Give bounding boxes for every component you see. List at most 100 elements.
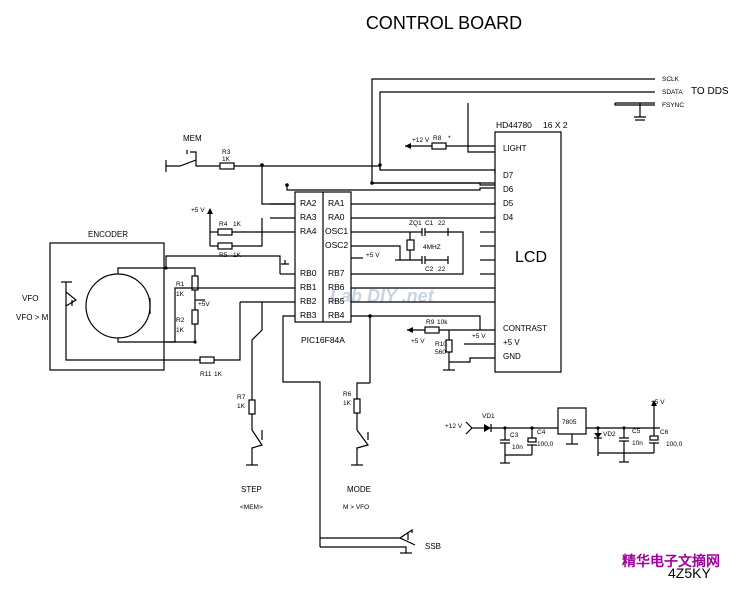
r8-val: * [448,135,451,142]
c5-val: 10n [632,440,643,447]
ssb-label: SSB [425,542,441,551]
mcu-pin-rb6: RB6 [328,282,345,292]
mem-label: MEM [183,134,202,143]
mcu-pin-ra3: RA3 [300,212,317,222]
mcu-pin-rb3: RB3 [300,310,317,320]
dds-fsync-label: FSYNC [662,102,684,109]
watermark-cn: 精华电子文摘网 [622,553,720,569]
r2-val: 1K [176,327,185,334]
r9-val: 10k [437,319,448,326]
r7-val: 1K [237,403,246,410]
mcu-name: PIC16F84A [301,335,345,345]
vd1-label: VD1 [482,413,495,420]
rb-wiring [230,273,495,547]
r4-ref: R4 [219,221,228,228]
power-supply: +12 V VD1 C3 10n C4 100,0 7805 VD2 [445,399,683,464]
c1-val: 22 [438,220,446,227]
mcu-pin-rb2: RB2 [300,296,317,306]
vd2-label: VD2 [603,431,616,438]
lcd-pin-d7: D7 [503,171,514,180]
regulator-label: 7805 [562,419,577,426]
lcd-model: HD44780 [496,120,532,130]
r11-val: 1K [214,371,223,378]
r1-ref: R1 [176,281,185,288]
mcu-pin-ra1: RA1 [328,198,345,208]
mcu-pin-rb1: RB1 [300,282,317,292]
psu-input-label: +12 V [445,423,463,430]
mcu-pin-rb4: RB4 [328,310,345,320]
mcu-pin-ra2: RA2 [300,198,317,208]
r1-supply-label: +5V [198,301,210,308]
encoder: ENCODER VFO VFO > M [16,230,195,371]
lcd-pin-d6: D6 [503,185,514,194]
r3-ref: R3 [222,149,231,156]
oscillator: C1 22 ZQ1 C2 22 4MHZ +5 V [351,220,464,275]
c6-ref: C6 [660,429,669,436]
lcd-module: HD44780 16 X 2 LCD LIGHT D7 D6 D5 D4 CON… [480,120,568,373]
c4-val: 100,0 [537,441,554,448]
r10-val: 560 [435,349,446,356]
c5-ref: C5 [632,428,641,435]
r7-ref: R7 [237,394,246,401]
mcu-pin-ra0: RA0 [328,212,345,222]
c2-val: 22 [438,266,446,273]
dds-label: TO DDS [691,86,729,97]
lcd-supply-label: +5 V [472,333,486,340]
schematic-title: CONTROL BOARD [366,13,522,33]
encoder-resistors: R1 1K R2 1K +5V R11 1K [164,255,281,378]
r1-val: 1K [176,291,185,298]
contrast-supply-label: +5 V [411,338,425,345]
zq1-val: 4MHZ [423,244,441,251]
mode-switch: R6 1K MODE M > VFO [343,382,371,511]
osc-supply-label: +5 V [366,252,380,259]
backlight-circuit: +12 V R8 * [405,135,495,150]
vfo-m-label: VFO > M [16,313,49,322]
r4-supply-label: +5 V [191,207,205,214]
r6-ref: R6 [343,391,352,398]
contrast-circuit: R9 10k +5 V +5 V R10 560 [407,319,495,371]
c3-val: 10n [512,444,523,451]
c6-val: 100,0 [666,441,683,448]
r11-ref: R11 [200,371,212,378]
c1-ref: C1 [425,220,434,227]
dds-sdata-label: SDATA [662,89,683,96]
mcu-pin-rb5: RB5 [328,296,345,306]
mcu-pin-ra4: RA4 [300,226,317,236]
r4-val: 1K [233,221,242,228]
lcd-data-wiring [260,163,496,219]
r3-val: 1K [222,156,231,163]
watermark-code: 4Z5KY [668,565,711,581]
ssb-switch: SSB [320,528,441,554]
mcu-chip: PIC16F84A RA2 RA3 RA4 RB0 RB1 RB2 RB3 RA… [285,183,352,345]
light-supply-label: +12 V [412,137,430,144]
r10-ref: R10 [435,341,447,348]
lcd-pin-d4: D4 [503,213,514,222]
c3-ref: C3 [510,432,519,439]
dds-sclk-label: SCLK [662,76,680,83]
r8-ref: R8 [433,135,442,142]
r2-ref: R2 [176,317,185,324]
r6-val: 1K [343,400,352,407]
r9-ref: R9 [426,319,435,326]
lcd-size: 16 X 2 [543,120,568,130]
lcd-pin-contrast: CONTRAST [503,324,547,333]
step-label: STEP [241,485,262,494]
mcu-pin-rb0: RB0 [300,268,317,278]
lcd-label: LCD [515,249,547,266]
mcu-pin-osc1: OSC1 [325,226,348,236]
lcd-pin-d5: D5 [503,199,514,208]
c2-ref: C2 [425,266,434,273]
encoder-label: ENCODER [88,230,128,239]
watermark-site: Lab DIY .net [330,286,435,306]
zq1-ref: ZQ1 [409,220,422,227]
psu-output-label: +5 V [651,399,665,406]
vfo-label: VFO [22,294,38,303]
c4-ref: C4 [537,429,546,436]
mem-switch: MEM R3 1K [165,134,380,172]
step-switch: R7 1K STEP <MEM> [237,302,263,511]
lcd-pin-5v: +5 V [503,338,520,347]
mcu-pin-osc2: OSC2 [325,240,348,250]
lcd-pin-light: LIGHT [503,144,527,153]
mode-label: MODE [347,485,371,494]
